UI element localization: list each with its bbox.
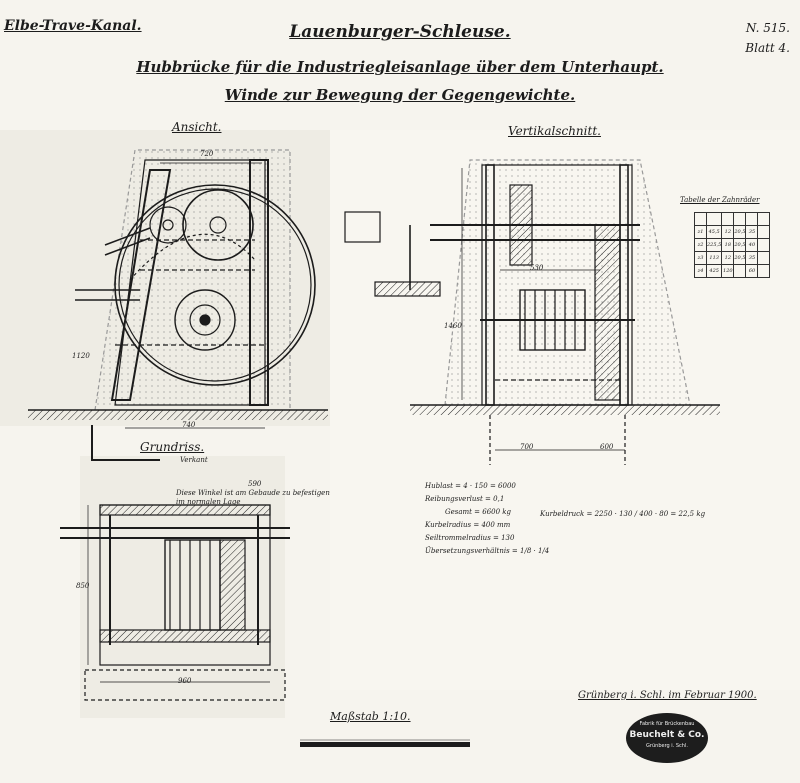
spec-line: Hublast = 4 · 150 = 6000: [425, 482, 516, 490]
plan-note-1: Verkant: [180, 456, 208, 464]
dim-960: 960: [178, 677, 192, 685]
dim-740: 740: [182, 421, 196, 429]
plan-note-2: Diese Winkel ist am Gebaude zu befestige…: [176, 489, 330, 497]
spec-line: Kurbelradius = 400 mm: [425, 521, 511, 529]
sheet-no: N. 515.: [745, 21, 790, 35]
dim-1460: 1460: [444, 322, 462, 330]
dim-1120: 1120: [72, 352, 90, 360]
dim-600: 600: [600, 443, 614, 451]
spec-block: Hublast = 4 · 150 = 6000 Reibungsverlust…: [425, 480, 549, 558]
spec-line: Seiltrommelradius = 130: [425, 534, 515, 542]
stamp-line-3: Grünberg i. Schl.: [646, 743, 688, 749]
dim-700: 700: [520, 443, 534, 451]
dimension-lines: [87, 162, 625, 683]
company-stamp: Fabrik für Brückenbau Beuchelt & Co. Grü…: [626, 713, 708, 763]
drawing-subtitle-2: Winde zur Bewegung der Gegengewichte.: [224, 86, 576, 104]
canal-name: Elbe-Trave-Kanal.: [4, 18, 142, 34]
spec-line: Gesamt = 6600 kg: [445, 508, 512, 516]
dim-850: 850: [76, 582, 90, 590]
plan-view: [60, 425, 290, 701]
table-row: [694, 212, 771, 226]
drawing-subtitle: Hubbrücke für die Industriegleisanlage ü…: [136, 58, 664, 76]
scale-bar: [300, 739, 470, 747]
section-view: [344, 159, 691, 465]
spec-formula: Kurbeldruck = 2250 · 130 / 400 · 80 = 22…: [540, 510, 706, 518]
plan-note-3: im normalen Lage: [176, 498, 241, 506]
ground-line-left: [28, 409, 328, 420]
view-title-plan: Grundriss.: [140, 440, 205, 454]
front-view: [75, 149, 316, 411]
stamp-line-2: Beuchelt & Co.: [629, 730, 705, 740]
dim-530: 530: [530, 264, 544, 272]
sheet-label: Blatt 4.: [745, 41, 790, 55]
scale-label: Maßstab 1:10.: [330, 710, 411, 723]
view-title-front: Ansicht.: [172, 120, 222, 134]
view-title-section: Vertikalschnitt.: [508, 124, 601, 138]
gear-table-title: Tabelle der Zahnräder: [680, 196, 760, 204]
spec-line: Übersetzungsverhältnis = 1/8 · 1/4: [425, 547, 550, 555]
dim-590: 590: [248, 480, 262, 488]
signature-line: Grünberg i. Schl. im Februar 1900.: [578, 690, 757, 701]
sheet-number: N. 515. Blatt 4.: [745, 18, 790, 58]
dim-720: 720: [200, 150, 214, 158]
spec-line: Reibungsverlust = 0,1: [425, 495, 505, 503]
stamp-line-1: Fabrik für Brückenbau: [639, 721, 695, 727]
drawing-title: Lauenburger-Schleuse.: [289, 22, 511, 42]
ground-line-right: [410, 404, 720, 415]
